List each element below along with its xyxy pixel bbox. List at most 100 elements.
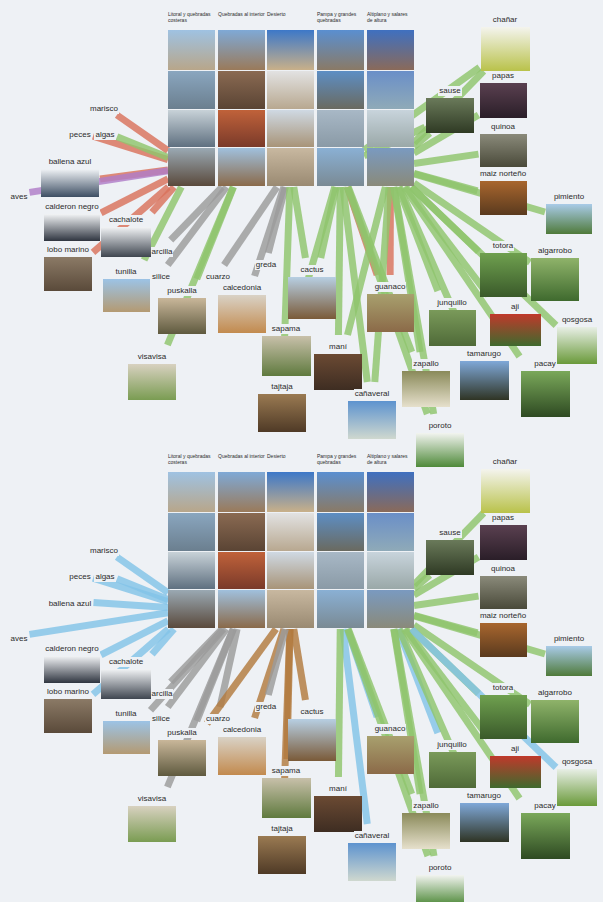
landscape-photo [218, 30, 265, 70]
resource-name: papas [491, 71, 515, 81]
photo-stack [317, 30, 364, 186]
resource-label: marisco [88, 539, 121, 557]
connector [294, 187, 306, 258]
resource-name: greda [255, 260, 277, 270]
resource-name: poroto [428, 863, 453, 873]
photo-stack [367, 472, 414, 628]
resource-node: guanaco [366, 717, 415, 774]
resource-node: cañaveral [347, 382, 397, 439]
photo-stack [317, 472, 364, 628]
landscape-photo [267, 552, 314, 589]
landscape-photo [367, 552, 414, 589]
resource-label: silice [150, 707, 172, 725]
connector [338, 187, 340, 335]
resource-photo [531, 258, 579, 301]
resource-photo [158, 740, 206, 776]
resource-photo [103, 279, 150, 312]
resource-photo [288, 719, 336, 761]
resource-photo [314, 354, 362, 390]
resource-label: aves [9, 627, 30, 645]
resource-photo [426, 98, 474, 133]
resource-photo [367, 736, 414, 774]
resource-photo [521, 813, 570, 859]
resource-name: calderon negro [44, 644, 99, 654]
photo-stack [367, 30, 414, 186]
resource-node: totora [479, 234, 528, 297]
resource-name: calcedonia [222, 283, 262, 293]
resource-name: poroto [428, 421, 453, 431]
connector [94, 603, 169, 608]
resource-photo [44, 699, 92, 733]
photo-stack [168, 472, 215, 628]
ecosystem-heading: Desierto [267, 454, 314, 472]
resource-label: arcilla [150, 240, 175, 258]
resource-name: sapama [271, 766, 301, 776]
resource-photo [402, 813, 450, 849]
ecosystem-column: Altiplano y salares de altura [367, 454, 414, 629]
resource-name: papas [491, 513, 515, 523]
resource-photo [481, 27, 530, 71]
resource-label: greda [254, 695, 279, 713]
resource-node: pimiento [545, 627, 593, 676]
resource-node: zapallo [401, 794, 451, 849]
resource-photo [218, 737, 266, 775]
resource-photo [416, 433, 464, 467]
ecosystem-heading: Desierto [267, 12, 314, 30]
resource-photo [490, 756, 541, 788]
landscape-photo [218, 513, 265, 551]
landscape-photo [367, 513, 414, 551]
resource-node: junquillo [428, 733, 477, 788]
resource-name: arcilla [151, 689, 174, 699]
resource-name: sause [438, 528, 461, 538]
landscape-photo [317, 71, 364, 109]
resource-name: quinoa [490, 564, 516, 574]
resource-node: sapama [261, 759, 312, 818]
resource-photo [460, 361, 509, 400]
resource-photo [480, 134, 527, 167]
resource-node: pimiento [545, 185, 593, 234]
landscape-photo [267, 30, 314, 70]
resource-name: algarrobo [537, 688, 573, 698]
resource-photo [262, 778, 311, 818]
resource-photo [557, 769, 597, 806]
resource-node: aji [489, 295, 542, 346]
ecosystem-heading: Litoral y quebradas costeras [168, 454, 215, 472]
resource-name: tajtaja [270, 824, 293, 834]
landscape-photo [317, 590, 364, 628]
resource-node: lobo marino [43, 680, 93, 733]
landscape-photo [218, 71, 265, 109]
resource-name: ballena azul [48, 157, 93, 167]
resource-name: algas [94, 572, 115, 582]
resource-photo [314, 796, 362, 832]
resource-node: sause [425, 79, 475, 133]
landscape-photo [317, 148, 364, 186]
resource-photo [480, 181, 527, 215]
resource-name: cactus [299, 707, 324, 717]
ecosystem-column: Litoral y quebradas costeras [168, 12, 215, 187]
resource-name: aves [10, 634, 29, 644]
resource-node: visavisa [127, 787, 177, 842]
resource-name: pacay [533, 359, 556, 369]
ecosystem-column: Altiplano y salares de altura [367, 12, 414, 187]
resource-node: cactus [287, 700, 337, 761]
resource-label: aves [9, 185, 30, 203]
photo-stack [267, 472, 314, 628]
resource-label: algas [93, 565, 117, 583]
resource-name: pimiento [553, 634, 585, 644]
resource-name: totora [492, 241, 514, 251]
resource-node: visavisa [127, 345, 177, 400]
resource-photo [480, 576, 527, 609]
resource-name: cuarzo [205, 272, 231, 282]
resource-name: tajtaja [270, 382, 293, 392]
resource-node: calcedonia [217, 718, 267, 775]
resource-name: visavisa [137, 794, 167, 804]
resource-photo [44, 214, 100, 241]
resource-photo [546, 204, 592, 234]
landscape-photo [168, 71, 215, 109]
resource-photo [402, 371, 450, 407]
resource-node: qosgosa [556, 308, 598, 364]
resource-node: poroto [415, 856, 465, 902]
resource-node: sause [425, 521, 475, 575]
resource-name: cañaveral [354, 389, 391, 399]
connector [414, 154, 479, 163]
